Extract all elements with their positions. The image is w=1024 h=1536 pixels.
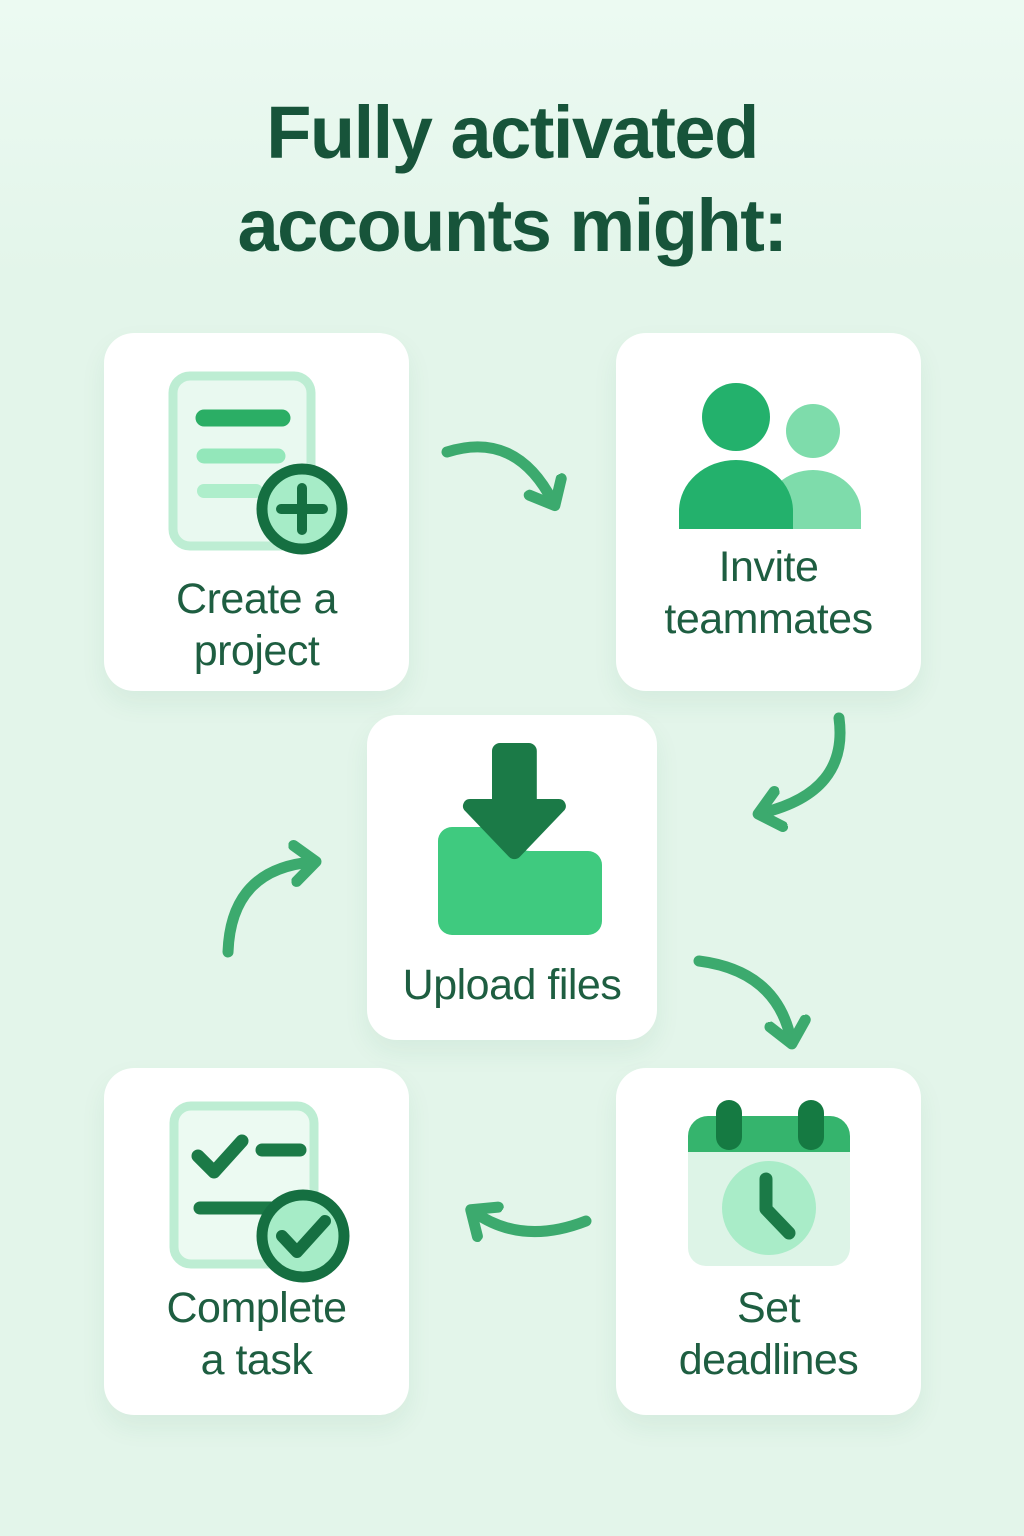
step-label-complete-task: Complete a task xyxy=(166,1284,347,1384)
step-card-complete-task: Complete a task xyxy=(104,1068,409,1415)
title-line-1: Fully activated xyxy=(266,91,759,174)
people-icon xyxy=(673,381,865,531)
step-card-set-deadlines: Set deadlines xyxy=(616,1068,921,1415)
step-card-upload-files: Upload files xyxy=(367,715,657,1040)
step-card-invite-teammates: Invite teammates xyxy=(616,333,921,691)
step-label-invite-teammates: Invite teammates xyxy=(664,543,873,643)
title-line-2: accounts might: xyxy=(237,184,788,268)
checklist-check-icon xyxy=(164,1098,350,1288)
page-title: Fully activated accounts might: xyxy=(0,86,1024,272)
upload-folder-icon xyxy=(422,739,602,937)
arrow-create-to-invite xyxy=(441,441,553,502)
step-label-upload-files: Upload files xyxy=(402,961,622,1009)
document-plus-icon xyxy=(164,369,350,559)
calendar-clock-icon xyxy=(680,1094,858,1282)
arrow-deadlines-to-complete xyxy=(474,1212,592,1232)
arrow-upload-to-deadlines xyxy=(693,955,791,1040)
arrow-invite-to-upload xyxy=(762,712,846,813)
step-label-create-project: Create a project xyxy=(176,575,337,675)
step-card-create-project: Create a project xyxy=(104,333,409,691)
step-label-set-deadlines: Set deadlines xyxy=(678,1284,859,1384)
arrow-complete-to-upload xyxy=(222,862,312,958)
